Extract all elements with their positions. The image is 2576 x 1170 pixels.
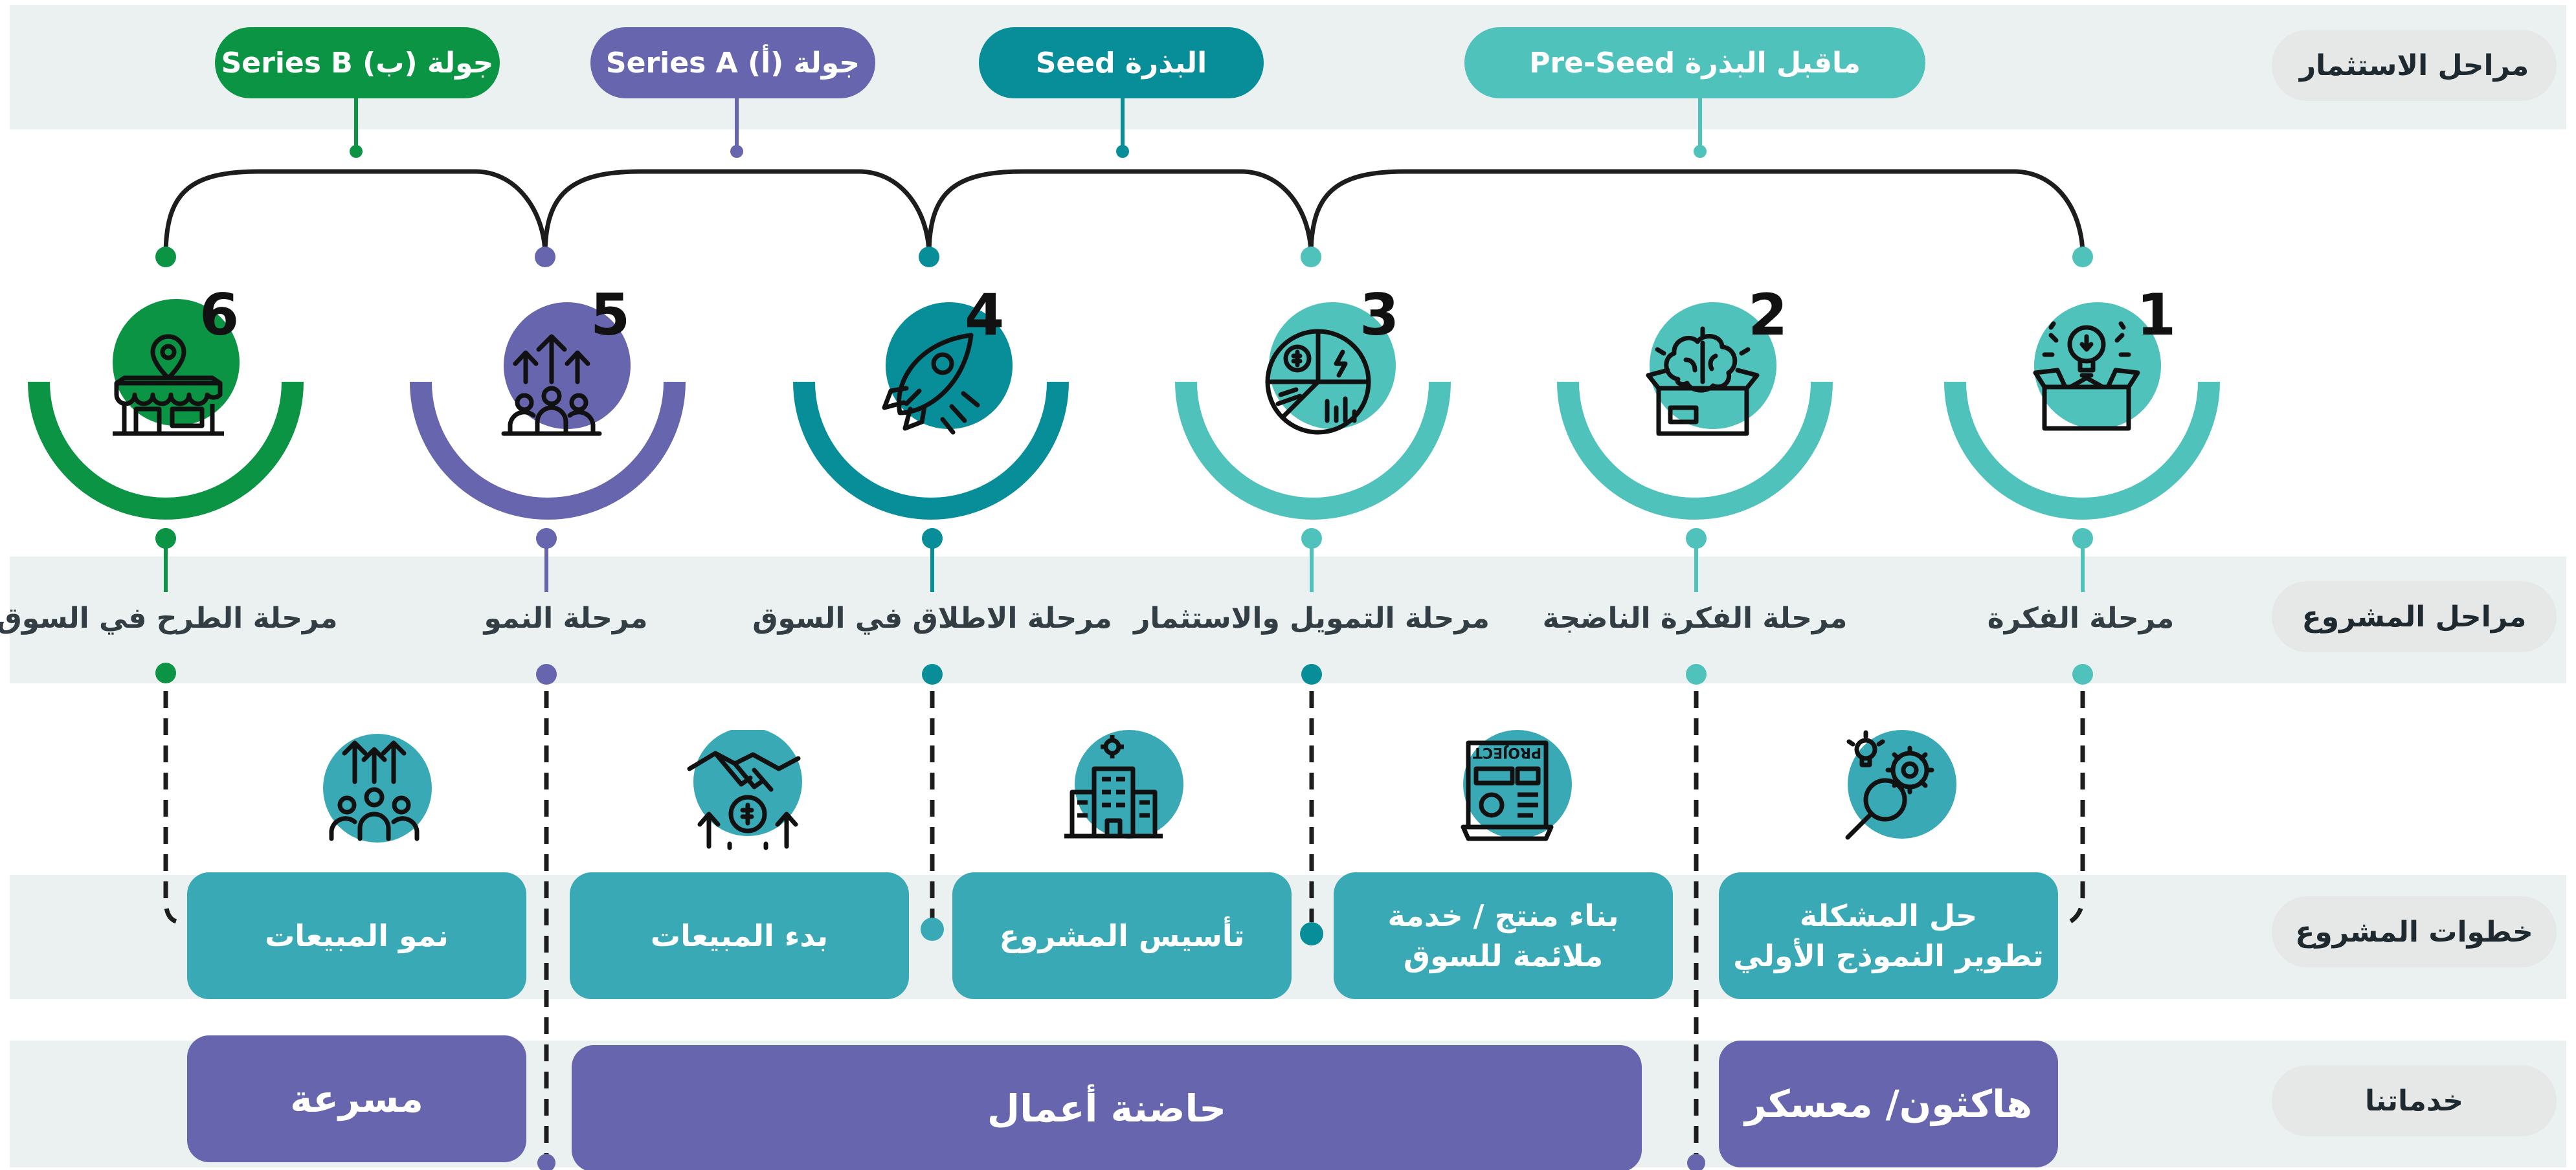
stage-4-disc bbox=[886, 302, 1013, 429]
bracket-curve-preseed bbox=[1308, 169, 2085, 256]
stage-2-number: 2 bbox=[1748, 281, 1788, 348]
stage-1-ring-dot bbox=[2072, 528, 2093, 549]
step-solve-problem-line2: تطوير النموذج الأولي bbox=[1733, 938, 2044, 973]
stage-5-ring bbox=[410, 381, 686, 520]
service-hackathon-bootcamp: هاكثون/ معسكر bbox=[1719, 1041, 2058, 1167]
problem-solving-icon bbox=[1845, 730, 1956, 840]
step-dot-funding bbox=[1300, 922, 1323, 945]
stage-4-label-dot bbox=[922, 664, 943, 685]
stage-3-number: 3 bbox=[1360, 281, 1400, 348]
rocket-icon bbox=[882, 333, 980, 435]
step-build-product-line2: ملائمة للسوق bbox=[1403, 938, 1604, 973]
bracket-curve-series-a bbox=[543, 169, 932, 256]
stage-6-top-dot bbox=[155, 247, 176, 267]
step-sales-growth: نمو المبيعات bbox=[187, 872, 526, 999]
stage-3-label-dot bbox=[1301, 664, 1322, 685]
idea-box-icon bbox=[2033, 321, 2140, 431]
round-pill-seed: البذرة Seed bbox=[979, 27, 1264, 98]
stage-2-label-dot bbox=[1686, 664, 1707, 685]
stage-6-ring bbox=[28, 381, 304, 520]
stage-3-label: مرحلة التمويل والاستثمار bbox=[1134, 602, 1490, 635]
svg-text:PROJECT: PROJECT bbox=[1473, 744, 1541, 760]
stage-4-top-dot bbox=[919, 247, 939, 267]
round-b-dot bbox=[350, 145, 363, 158]
row-label-our-services: خدماتنا bbox=[2272, 1065, 2557, 1136]
round-seed-dot bbox=[1116, 145, 1129, 158]
stage-4-label: مرحلة الاطلاق في السوق bbox=[752, 602, 1112, 635]
round-pill-series-b: جولة (ب) Series B bbox=[215, 27, 500, 98]
stage-1-label: مرحلة الفكرة bbox=[1987, 602, 2175, 635]
company-building-icon bbox=[1064, 730, 1183, 839]
dashed-stage6-to-sales-growth bbox=[163, 691, 182, 925]
stage-2-ring bbox=[1557, 381, 1833, 520]
round-pill-series-a: جولة (أ) Series A bbox=[590, 27, 875, 98]
project-build-icon: PROJECT bbox=[1461, 730, 1572, 841]
stage-2-ring-dot bbox=[1686, 528, 1707, 549]
stage-6-number: 6 bbox=[199, 281, 240, 348]
round-a-dot bbox=[730, 145, 743, 158]
step-solve-problem: حل المشكلة تطوير النموذج الأولي bbox=[1719, 872, 2058, 999]
row-label-project-stages: مراحل المشروع bbox=[2272, 581, 2557, 652]
funding-pie-icon bbox=[1265, 329, 1371, 435]
sales-growth-icon bbox=[323, 734, 432, 843]
handshake-sales-icon bbox=[687, 730, 802, 850]
stage-3-ring bbox=[1175, 381, 1451, 520]
row-label-project-steps: خطوات المشروع bbox=[2272, 896, 2557, 967]
step-sales-growth-text: نمو المبيعات bbox=[265, 918, 449, 953]
stage-2-label: مرحلة الفكرة الناضجة bbox=[1542, 602, 1848, 635]
stage-3-ring-dot bbox=[1301, 528, 1322, 549]
growth-team-icon bbox=[501, 334, 602, 436]
round-pill-pre-seed: ماقبل البذرة Pre-Seed bbox=[1464, 27, 1925, 98]
service-incubator: حاضنة أعمال bbox=[572, 1045, 1642, 1170]
project-stages-band bbox=[10, 557, 2566, 683]
step-build-product: بناء منتج / خدمة ملائمة للسوق bbox=[1334, 872, 1673, 999]
step-start-sales-text: بدء المبيعات bbox=[650, 918, 829, 953]
dashed-stage1-to-problem bbox=[2061, 691, 2085, 928]
stage-5-label: مرحلة النمو bbox=[484, 602, 648, 635]
market-store-icon bbox=[113, 334, 224, 436]
row-label-investment-stages: مراحل الاستثمار bbox=[2272, 30, 2557, 101]
stage-6-label: مرحلة الطرح في السوق bbox=[0, 602, 338, 635]
stage-5-number: 5 bbox=[590, 281, 631, 348]
bracket-curve-series-b bbox=[163, 169, 548, 256]
step-establish-project: تأسيس المشروع bbox=[952, 872, 1292, 999]
bracket-curve-seed bbox=[926, 169, 1314, 256]
stage-5-top-dot bbox=[535, 247, 555, 267]
stage-1-ring bbox=[1944, 381, 2220, 520]
step-dot-launch bbox=[921, 918, 944, 941]
step-solve-problem-line1: حل المشكلة bbox=[1799, 898, 1978, 933]
stage-1-number: 1 bbox=[2136, 281, 2177, 348]
step-establish-project-text: تأسيس المشروع bbox=[999, 918, 1245, 953]
stage-1-label-dot bbox=[2072, 664, 2093, 685]
stage-1-top-dot bbox=[2072, 247, 2093, 267]
round-preseed-dot bbox=[1694, 145, 1707, 158]
stage-5-ring-dot bbox=[536, 528, 557, 549]
stage-6-label-dot bbox=[155, 663, 176, 683]
service-dot-incubator bbox=[537, 1154, 555, 1170]
step-start-sales: بدء المبيعات bbox=[570, 872, 909, 999]
brain-box-icon bbox=[1646, 326, 1760, 436]
step-build-product-line1: بناء منتج / خدمة bbox=[1387, 898, 1619, 933]
stage-5-label-dot bbox=[536, 664, 557, 685]
service-dot-hackathon bbox=[1687, 1154, 1705, 1170]
service-accelerator: مسرعة bbox=[187, 1035, 526, 1162]
stage-4-ring-dot bbox=[922, 528, 943, 549]
stage-6-ring-dot bbox=[155, 528, 176, 549]
stage-4-ring bbox=[793, 381, 1069, 520]
stage-3-top-dot bbox=[1301, 247, 1321, 267]
